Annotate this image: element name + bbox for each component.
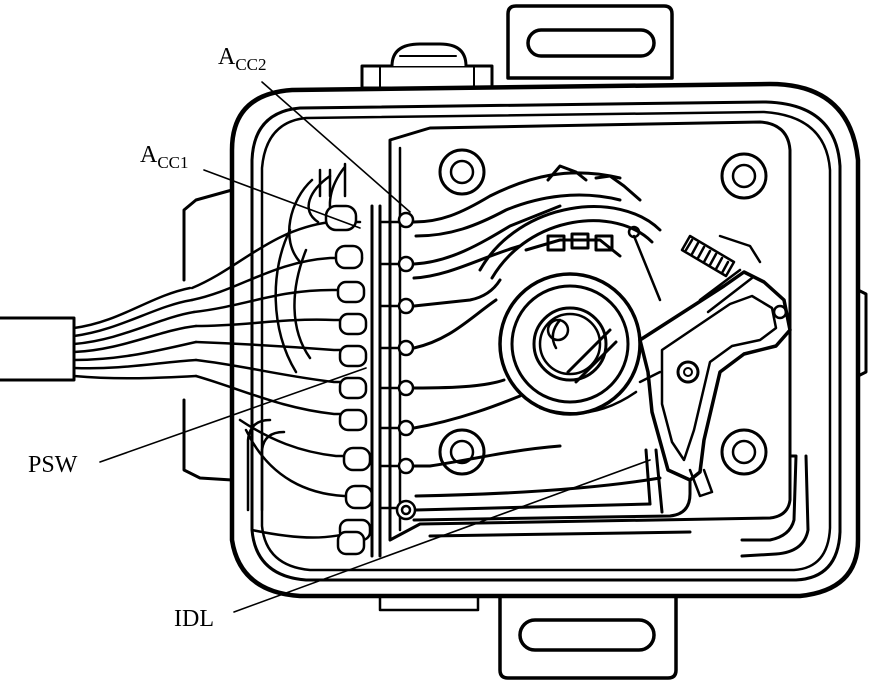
psw-leader-line <box>99 367 367 463</box>
idl-leader-line <box>233 459 651 613</box>
acc2-leader-line <box>261 81 411 213</box>
mounting-holes <box>438 148 768 476</box>
bottom-mounting-tab <box>498 594 678 680</box>
terminal-pins <box>378 211 417 521</box>
return-spring <box>680 234 762 278</box>
top-mounting-tab <box>506 4 674 80</box>
right-channel <box>644 448 810 558</box>
contact-arm <box>627 225 792 498</box>
rotor <box>498 272 642 416</box>
psw-label: PSW <box>28 452 78 478</box>
acc1-label: ACC1 <box>140 142 189 172</box>
cable <box>0 286 198 382</box>
top-boss <box>360 42 494 90</box>
acc2-label: ACC2 <box>218 44 267 74</box>
idl-label: IDL <box>174 606 214 632</box>
circuit-traces <box>412 171 692 538</box>
wire-harness <box>190 166 372 539</box>
resistor-track <box>478 164 662 280</box>
leader-lines <box>99 81 651 613</box>
acc1-leader-line <box>203 169 361 229</box>
